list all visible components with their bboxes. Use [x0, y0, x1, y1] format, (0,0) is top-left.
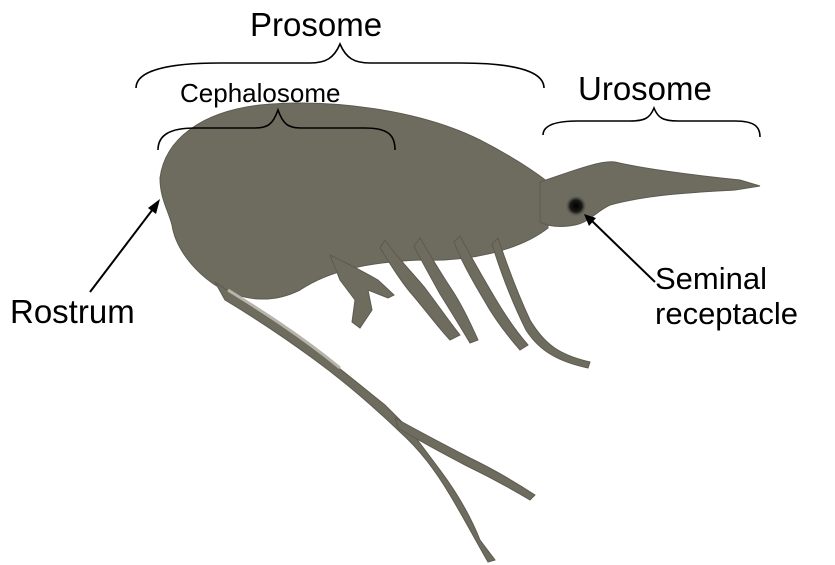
rostrum-arrow: [90, 199, 160, 292]
seminal-receptacle-spot: [565, 195, 587, 217]
seminal-receptacle-label-line2: receptacle: [655, 297, 798, 332]
copepod-body: [160, 103, 760, 562]
prosome-label: Prosome: [250, 8, 382, 41]
urosome-label: Urosome: [578, 72, 712, 105]
urosome-brace: [543, 108, 760, 137]
seminal-receptacle-label-line1: Seminal: [655, 262, 798, 297]
rostrum-label: Rostrum: [10, 295, 135, 328]
seminal-receptacle-arrow: [584, 214, 655, 282]
cephalosome-label: Cephalosome: [180, 80, 340, 106]
seminal-receptacle-label: Seminal receptacle: [655, 262, 798, 331]
